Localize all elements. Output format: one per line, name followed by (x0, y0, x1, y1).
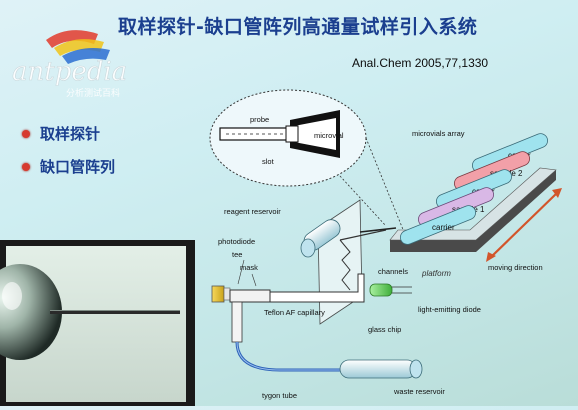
svg-text:antpedia: antpedia (12, 57, 127, 87)
antpedia-logo-graphic: antpedia 分析测试百科 (12, 30, 127, 99)
waste-reservoir (339, 359, 423, 379)
antpedia-logo: antpedia 分析测试百科 (6, 22, 156, 102)
label-glass-chip: glass chip (368, 325, 401, 334)
svg-text:分析测试百科: 分析测试百科 (66, 87, 120, 99)
label-reagent-reservoir: reagent reservoir (224, 207, 281, 216)
bullet-text: 缺口管阵列 (40, 158, 116, 176)
vial-label: carrier (432, 223, 455, 232)
bullet-dot-icon (22, 162, 30, 171)
bullet-item: 缺口管阵列 (22, 156, 115, 177)
label-moving-direction: moving direction (488, 263, 543, 272)
label-slot: slot (262, 157, 275, 166)
probe-photo-image (0, 240, 195, 406)
label-photodiode: photodiode (218, 237, 255, 246)
glass-chip (317, 199, 387, 325)
label-teflon-capillary: Teflon AF capillary (264, 308, 325, 317)
bullet-text: 取样探针 (40, 125, 101, 143)
slide-title: 取样探针-缺口管阵列高通量试样引入系统 (118, 16, 478, 38)
label-tygon-tube: tygon tube (262, 391, 297, 400)
label-microvial: microvial (314, 131, 344, 140)
bullet-list: 取样探针 缺口管阵列 (22, 123, 115, 189)
label-channels: channels (378, 267, 408, 276)
label-tee: tee (232, 250, 242, 259)
probe-photo (0, 240, 195, 406)
reagent-reservoir (300, 219, 341, 258)
bullet-item: 取样探针 (22, 123, 115, 144)
photodiode (211, 285, 231, 303)
inset-probe (219, 127, 291, 141)
label-light-emitting-diode: light-emitting diode (418, 305, 481, 314)
schematic-diagram: probe microvial slot microvials array ca… (190, 80, 578, 406)
citation: Anal.Chem 2005,77,1330 (352, 56, 489, 70)
moving-direction-arrow (486, 188, 562, 262)
label-microvials-array: microvials array (412, 129, 465, 138)
vial: carrier (400, 205, 476, 245)
light-emitting-diode (369, 283, 412, 297)
label-waste-reservoir: waste reservoir (393, 387, 445, 396)
bullet-dot-icon (22, 129, 30, 138)
label-platform: platform (421, 269, 451, 278)
label-probe: probe (250, 115, 269, 124)
schematic-svg: probe microvial slot microvials array ca… (209, 89, 562, 400)
label-mask: mask (240, 263, 258, 272)
